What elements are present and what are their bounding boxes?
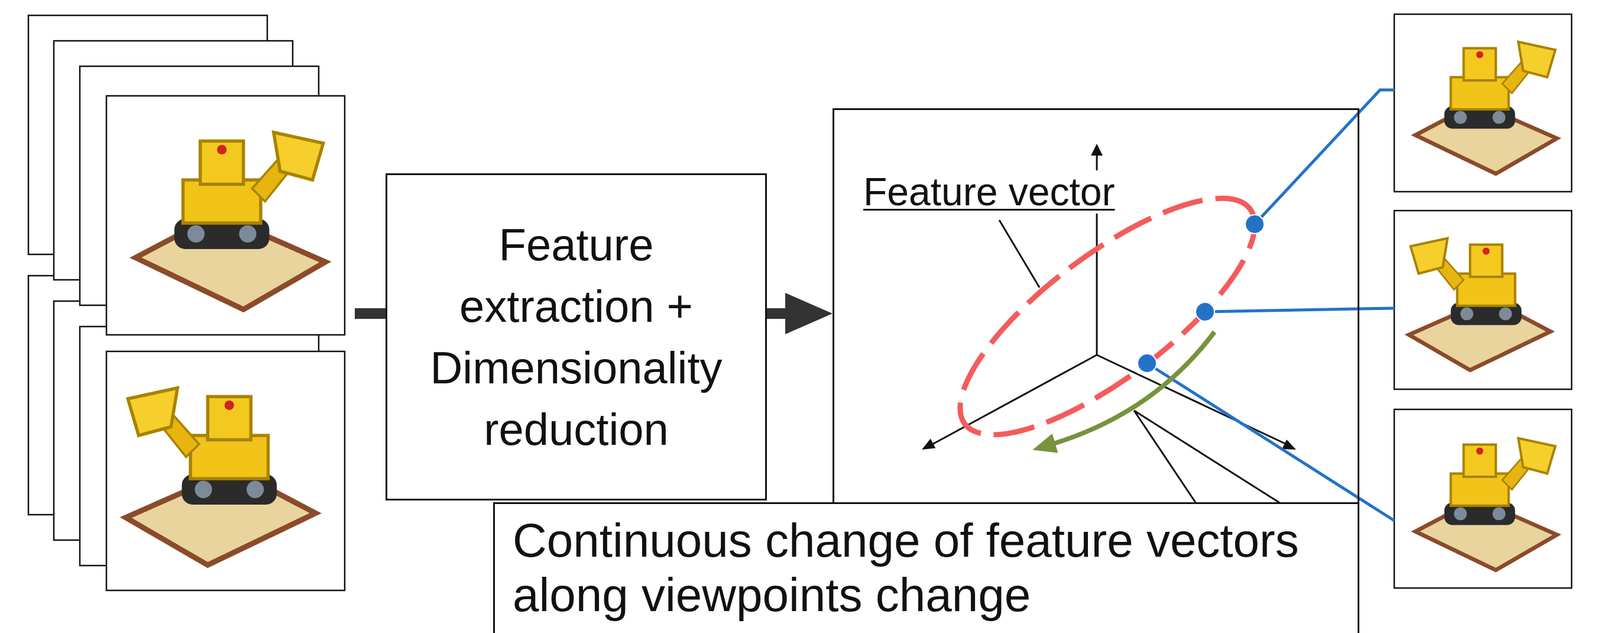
node-label: Continuous change of feature vectors alo… <box>512 513 1340 623</box>
node-label: Feature extraction + Dimensionality redu… <box>429 214 722 461</box>
node-label: Feature vector <box>860 170 1118 214</box>
feature-point <box>1195 302 1215 322</box>
leader-line <box>999 219 1040 288</box>
input-arrow <box>354 308 386 319</box>
view-image <box>1394 210 1572 390</box>
excavator-image <box>1415 438 1557 570</box>
flow-arrow <box>766 308 798 319</box>
callout-box: Continuous change of feature vectors alo… <box>493 501 1360 633</box>
view-link <box>1205 308 1395 312</box>
process-box: Feature extraction + Dimensionality redu… <box>385 173 767 501</box>
feature-point <box>1245 214 1265 234</box>
excavator-image <box>135 132 326 310</box>
excavator-image <box>125 387 316 565</box>
excavator-image <box>1409 238 1551 371</box>
axis-head <box>1090 143 1103 156</box>
excavator-image <box>125 387 316 565</box>
view-link <box>1254 89 1395 225</box>
leader-line <box>1134 410 1281 504</box>
image-card <box>106 351 345 591</box>
excavator-image <box>1409 238 1551 371</box>
leader-line <box>1134 410 1197 504</box>
view-image <box>1394 409 1572 588</box>
axis <box>1096 354 1288 445</box>
view-image <box>1394 14 1572 192</box>
excavator-image <box>1415 41 1557 174</box>
axis-head <box>921 438 936 450</box>
feature-point <box>1137 353 1157 373</box>
feature-space-panel: Feature vector <box>832 108 1360 521</box>
image-card <box>106 95 345 335</box>
axis-head <box>1281 439 1297 450</box>
change-arrow <box>1049 331 1215 445</box>
